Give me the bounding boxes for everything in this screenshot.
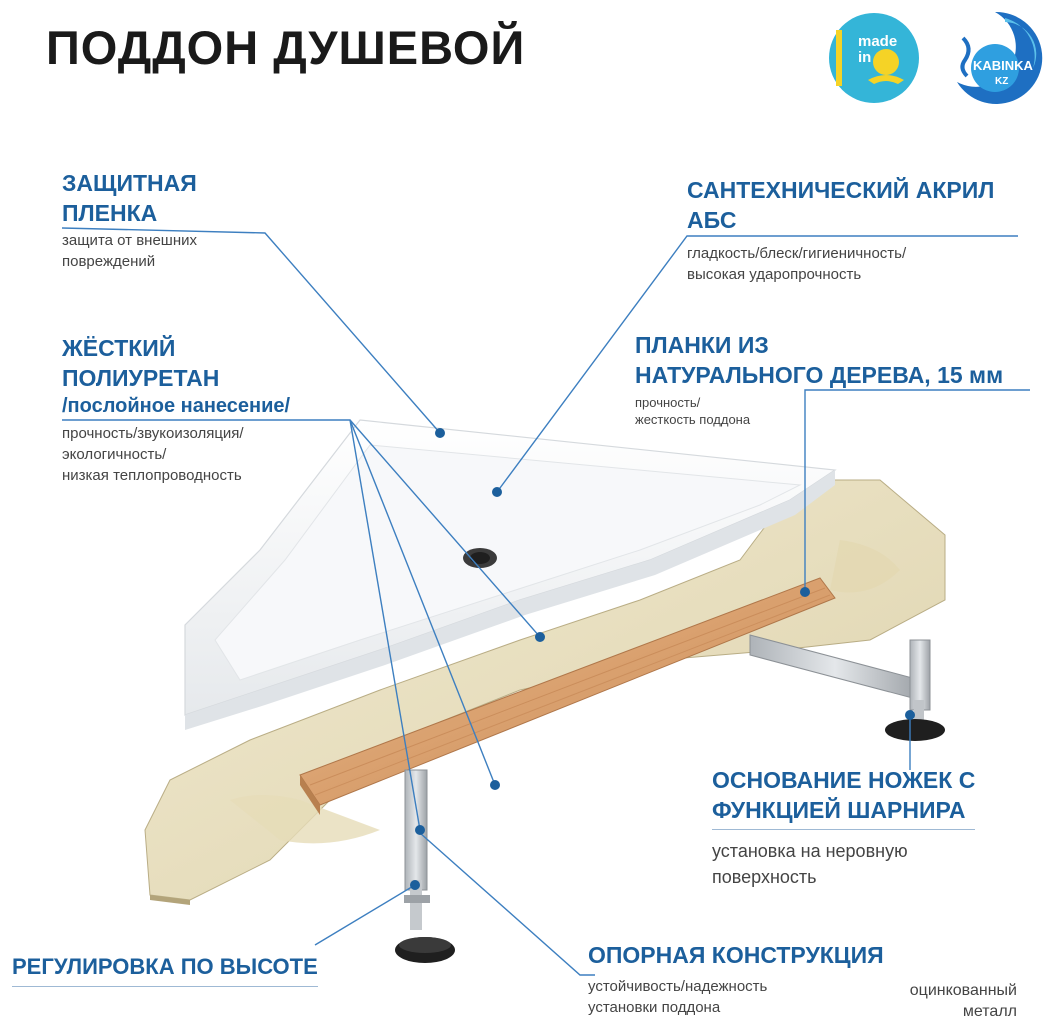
- acrylic-desc-2: высокая ударопрочность: [687, 266, 862, 283]
- support-desc-1: устойчивость/надежность: [588, 978, 768, 995]
- callout-dots: [410, 428, 915, 890]
- hinge-desc-1: установка на неровную: [712, 841, 908, 861]
- logo-brand-text: KABINKA: [973, 58, 1034, 73]
- pu-desc-1: прочность/звукоизоляция/: [62, 425, 244, 442]
- support-desc-2: установки поддона: [588, 999, 721, 1016]
- callout-line-pu-2: [349, 419, 496, 786]
- pu-heading-2: ПОЛИУРЕТАН: [62, 365, 220, 391]
- pu-desc-2: экологичность/: [62, 446, 167, 463]
- callout-support-structure: ОПОРНАЯ КОНСТРУКЦИЯ устойчивость/надежно…: [588, 940, 884, 1018]
- polyurethane-layer: [144, 479, 946, 905]
- hinge-desc-2: поверхность: [712, 867, 817, 887]
- callout-line-height: [314, 884, 416, 946]
- sun-icon: [873, 49, 899, 75]
- pu-desc-3: низкая теплопроводность: [62, 467, 242, 484]
- film-desc-2: повреждений: [62, 253, 156, 270]
- logo-suffix-text: KZ: [995, 76, 1008, 87]
- film-heading-2: ПЛЕНКА: [62, 200, 158, 226]
- wood-plank: [299, 577, 836, 815]
- steel-frame: [395, 634, 945, 963]
- callout-line-film: [61, 227, 441, 434]
- hinge-heading-1: ОСНОВАНИЕ НОЖЕК С: [712, 767, 976, 793]
- height-heading: РЕГУЛИРОВКА ПО ВЫСОТЕ: [12, 952, 318, 987]
- wood-heading-1: ПЛАНКИ ИЗ: [635, 332, 769, 358]
- badge-in-text: in: [858, 49, 871, 66]
- film-heading-1: ЗАЩИТНАЯ: [62, 170, 197, 196]
- callout-wood-planks: ПЛАНКИ ИЗ НАТУРАЛЬНОГО ДЕРЕВА, 15 мм про…: [635, 330, 1003, 428]
- pu-heading-3: /послойное нанесение/: [62, 395, 291, 417]
- acrylic-shell: [184, 419, 837, 730]
- acrylic-desc-1: гладкость/блеск/гигиеничность/: [687, 245, 907, 262]
- wood-heading-2: НАТУРАЛЬНОГО ДЕРЕВА, 15 мм: [635, 362, 1004, 388]
- wave-ornament-icon: [960, 36, 971, 78]
- wood-desc-2: жесткость поддона: [635, 412, 751, 427]
- callout-line-pu-3: [349, 419, 421, 831]
- badge-made-text: made: [858, 33, 897, 50]
- page-title: ПОДДОН ДУШЕВОЙ: [46, 21, 526, 74]
- callout-protective-film: ЗАЩИТНАЯ ПЛЕНКА защита от внешних повреж…: [62, 168, 197, 272]
- kabinka-kz-logo: KABINKA KZ: [947, 10, 1043, 106]
- callout-lines: [61, 227, 1030, 976]
- callout-galvanized-note: оцинкованный металл: [910, 980, 1017, 1022]
- callout-polyurethane: ЖЁСТКИЙ ПОЛИУРЕТАН /послойное нанесение/…: [62, 333, 290, 486]
- callout-acrylic: САНТЕХНИЧЕСКИЙ АКРИЛ АБС гладкость/блеск…: [687, 175, 994, 285]
- acrylic-heading-2: АБС: [687, 207, 737, 233]
- wood-desc-1: прочность/: [635, 395, 701, 410]
- callout-height-adjust: РЕГУЛИРОВКА ПО ВЫСОТЕ: [12, 952, 318, 987]
- callout-line-support: [419, 832, 595, 976]
- callout-hinge-legs: ОСНОВАНИЕ НОЖЕК С ФУНКЦИЕЙ ШАРНИРА устан…: [712, 765, 976, 890]
- pu-heading-1: ЖЁСТКИЙ: [62, 335, 176, 361]
- hinge-heading-2: ФУНКЦИЕЙ ШАРНИРА: [712, 795, 976, 830]
- callout-line-acrylic: [496, 235, 1018, 493]
- film-desc-1: защита от внешних: [62, 232, 197, 249]
- eagle-icon: [868, 75, 904, 84]
- support-heading: ОПОРНАЯ КОНСТРУКЦИЯ: [588, 942, 884, 968]
- callout-line-wood: [804, 389, 1030, 592]
- support-note-1: оцинкованный: [909, 982, 1017, 999]
- support-note-2: металл: [962, 1003, 1017, 1020]
- made-in-kazakhstan-badge: made in: [829, 13, 919, 103]
- acrylic-heading-1: САНТЕХНИЧЕСКИЙ АКРИЛ: [687, 177, 995, 203]
